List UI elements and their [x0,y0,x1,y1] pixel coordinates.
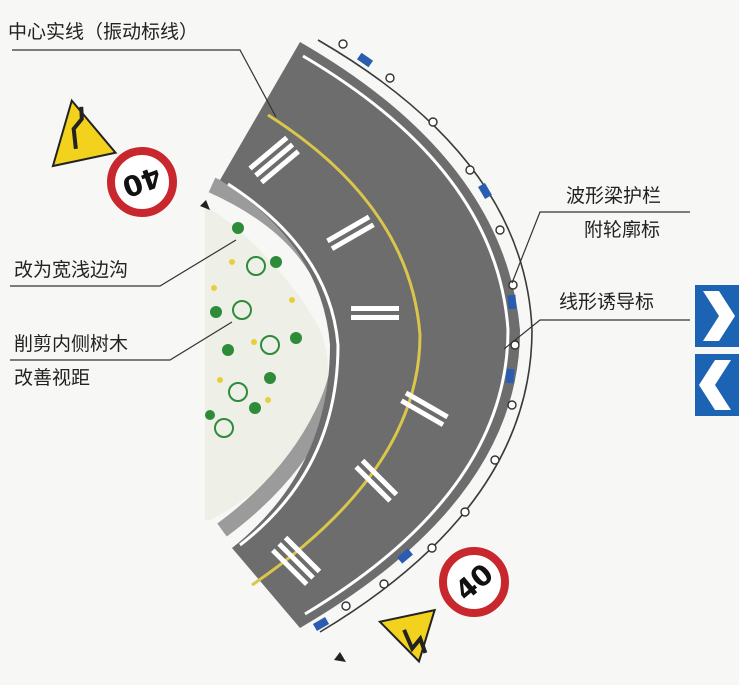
arrow-mark-top [200,200,210,210]
shrubs [214,256,280,438]
label-ditch: 改为宽浅边沟 [14,259,129,281]
inner-verge [205,205,328,520]
label-chevron: 线形诱导标 [559,291,655,313]
leader-lines [10,49,690,361]
label-trees-1: 削剪内侧树木 [14,333,129,355]
chevron-arrow-icon [695,354,739,416]
flowers [211,259,295,403]
label-guardrail-2: 附轮廓标 [584,219,661,241]
guardrail-posts [338,39,520,611]
lane-marks [248,135,449,586]
road-surface [220,42,520,628]
delineator-marks [312,52,517,631]
center-solid-line [251,113,422,587]
arrow-mark-bottom [334,652,346,662]
label-trees-2: 改善视距 [14,367,91,389]
chevron-arrow-icon [695,285,739,347]
inner-edge-line [227,182,340,547]
curve-warning-icon [51,98,118,168]
curve-warning-icon-bottom [377,608,437,664]
label-guardrail-1: 波形梁护栏 [566,185,662,207]
speed-limit-sign-bottom: 40 [439,547,509,617]
outer-edge-line [302,54,510,616]
speed-limit-sign-top: 40 [107,147,177,217]
plants [205,222,302,420]
label-center-line: 中心实线（振动标线） [8,21,199,43]
